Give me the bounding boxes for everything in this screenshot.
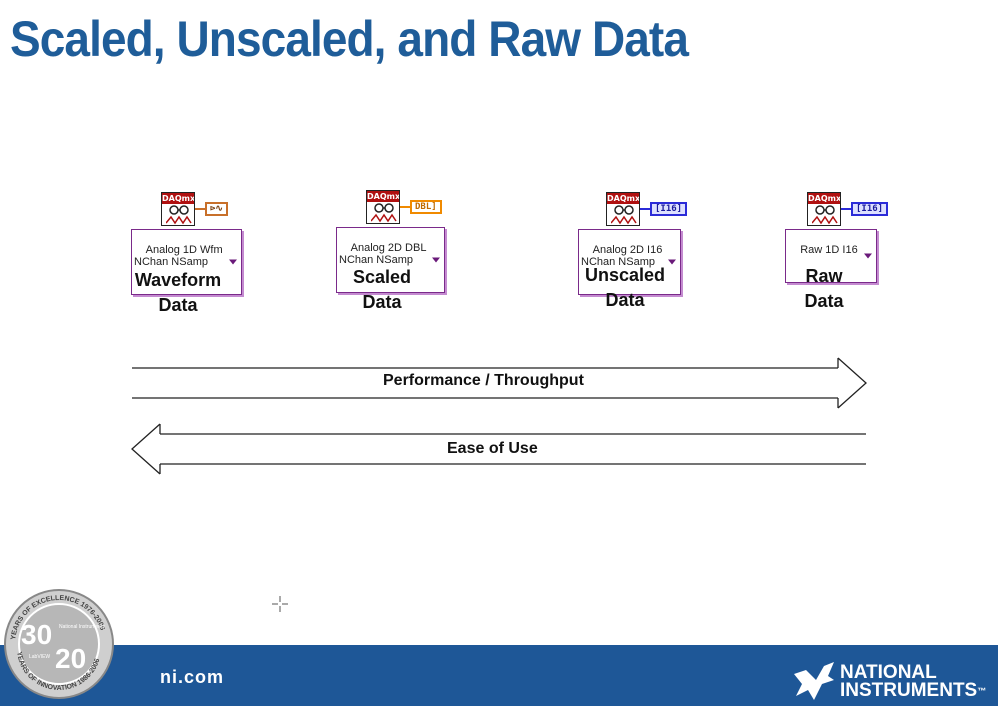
national-instruments-logo: NATIONAL INSTRUMENTS™: [792, 660, 986, 704]
left-arrow: [131, 423, 866, 475]
polymorphic-selector[interactable]: Analog 2D I16 NChan NSamp: [578, 229, 682, 295]
i16-terminal: [I16]: [851, 202, 889, 216]
caption-unscaled: Unscaled Data: [584, 265, 666, 310]
wire: [841, 208, 851, 210]
ease-of-use-label: Ease of Use: [447, 440, 538, 457]
chevron-down-icon: [432, 257, 441, 263]
vi-unscaled: DAQmx [I16] Analog 2D I16 NChan NSamp: [578, 192, 688, 295]
caption-raw: Raw Data: [804, 266, 844, 311]
footer-bar: [0, 645, 998, 706]
caption-scaled: Scaled Data: [352, 267, 412, 312]
i16-terminal: [I16]: [650, 202, 688, 216]
polymorphic-selector[interactable]: Analog 1D Wfm NChan NSamp: [131, 229, 242, 295]
wire: [195, 208, 205, 210]
polymorphic-selector[interactable]: Raw 1D I16: [785, 229, 877, 283]
waveform-terminal: ⊳∿: [205, 202, 228, 216]
daqmx-read-icon: DAQmx: [606, 192, 640, 226]
dbl-terminal: DBL]: [410, 200, 442, 214]
vi-scaled: DAQmx DBL] Analog 2D DBL NChan NSamp: [336, 190, 446, 293]
polymorphic-selector[interactable]: Analog 2D DBL NChan NSamp: [336, 227, 446, 293]
daqmx-read-icon: DAQmx: [807, 192, 841, 226]
chevron-down-icon: [863, 253, 872, 259]
slide-title: Scaled, Unscaled, and Raw Data: [10, 11, 689, 67]
vi-raw: DAQmx [I16] Raw 1D I16: [785, 192, 889, 283]
chevron-down-icon: [668, 259, 677, 265]
vi-waveform: DAQmx ⊳∿ Analog 1D Wfm NChan NSamp: [131, 192, 242, 295]
svg-text:30: 30: [21, 619, 52, 650]
right-arrow: [132, 357, 867, 409]
glasses-icon: [371, 203, 397, 223]
daqmx-read-icon: DAQmx: [161, 192, 195, 226]
glasses-icon: [166, 205, 192, 225]
svg-text:National Instruments: National Instruments: [59, 624, 105, 630]
wire: [400, 206, 410, 208]
daqmx-read-icon: DAQmx: [366, 190, 400, 224]
chevron-down-icon: [228, 259, 237, 265]
wire: [640, 208, 650, 210]
ni-com-link[interactable]: ni.com: [160, 667, 225, 687]
performance-label: Performance / Throughput: [383, 372, 584, 389]
crosshair-cursor-icon: [272, 596, 288, 612]
svg-text:LabVIEW: LabVIEW: [29, 654, 50, 660]
anniversary-badge-icon: YEARS OF EXCELLENCE 1976-2006 YEARS OF I…: [4, 589, 114, 699]
glasses-icon: [812, 205, 838, 225]
glasses-icon: [611, 205, 637, 225]
caption-waveform: Waveform Data: [134, 270, 222, 315]
ni-eagle-icon: [794, 662, 834, 700]
svg-text:20: 20: [55, 643, 86, 674]
